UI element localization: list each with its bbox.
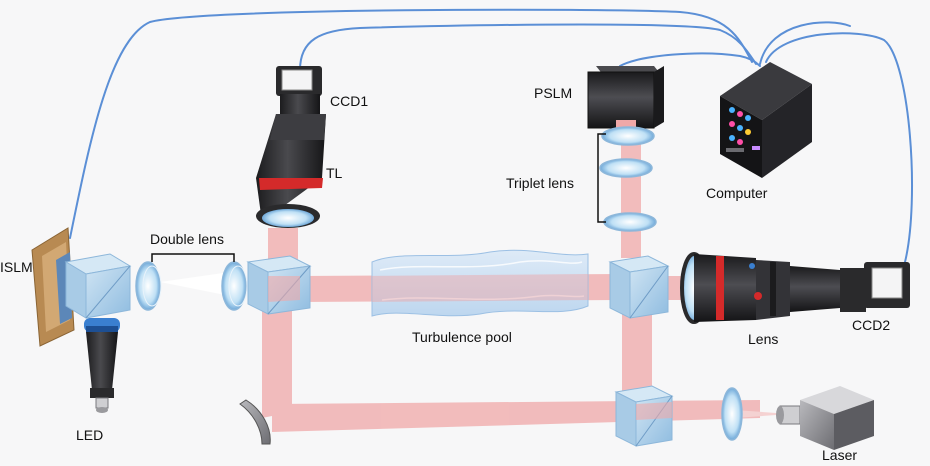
triplet-lens-3: [603, 212, 657, 232]
label-led: LED: [76, 427, 103, 443]
double-lens-left: [135, 261, 161, 311]
cable-pslm: [619, 52, 761, 67]
beam-tl-vertical: [268, 228, 298, 262]
mirror: [239, 399, 271, 445]
label-computer: Computer: [706, 185, 768, 201]
label-islm: ISLM: [0, 259, 33, 275]
labels: ISLM LED Double lens CCD1 TL Turbulence …: [0, 85, 890, 463]
beam-triplet-vertical: [621, 130, 641, 258]
label-double-lens: Double lens: [150, 231, 224, 247]
computer-leds: [726, 107, 760, 152]
label-tl: TL: [326, 165, 343, 181]
label-pslm: PSLM: [534, 85, 572, 101]
cable-ccd1: [299, 23, 757, 71]
beamsplitter-3: [614, 385, 674, 447]
islm-cube: [64, 253, 132, 319]
pslm-device: [587, 66, 664, 132]
turbulence-pool: [371, 249, 589, 317]
tube-lens-and-ccd1: [256, 66, 326, 228]
cable-extra: [759, 21, 851, 65]
triplet-lens-2: [599, 158, 653, 178]
beam-left-vertical: [262, 300, 292, 418]
beamsplitter-2: [608, 255, 670, 319]
label-laser: Laser: [822, 447, 857, 463]
label-ccd2: CCD2: [852, 317, 890, 333]
beam-bottom: [272, 400, 760, 432]
double-lens-pair: [135, 253, 248, 311]
cable-islm: [69, 8, 753, 239]
imaging-lens-and-ccd2: [680, 252, 910, 324]
laser-lens: [721, 387, 743, 441]
label-triplet-lens: Triplet lens: [506, 175, 574, 191]
laser-and-lens: [721, 386, 874, 450]
beam-right-vertical: [622, 302, 652, 392]
triplet-lens-1: [601, 126, 655, 146]
computer-unit: [720, 62, 812, 178]
label-turbulence-pool: Turbulence pool: [412, 329, 512, 345]
label-ccd1: CCD1: [330, 93, 368, 109]
beam-led-cone: [160, 272, 230, 296]
beamsplitter-1: [246, 255, 312, 315]
triplet-lens-stack: [597, 126, 657, 232]
beam-laser-cone: [735, 410, 790, 418]
label-lens: Lens: [748, 331, 778, 347]
led-source: [84, 318, 120, 413]
